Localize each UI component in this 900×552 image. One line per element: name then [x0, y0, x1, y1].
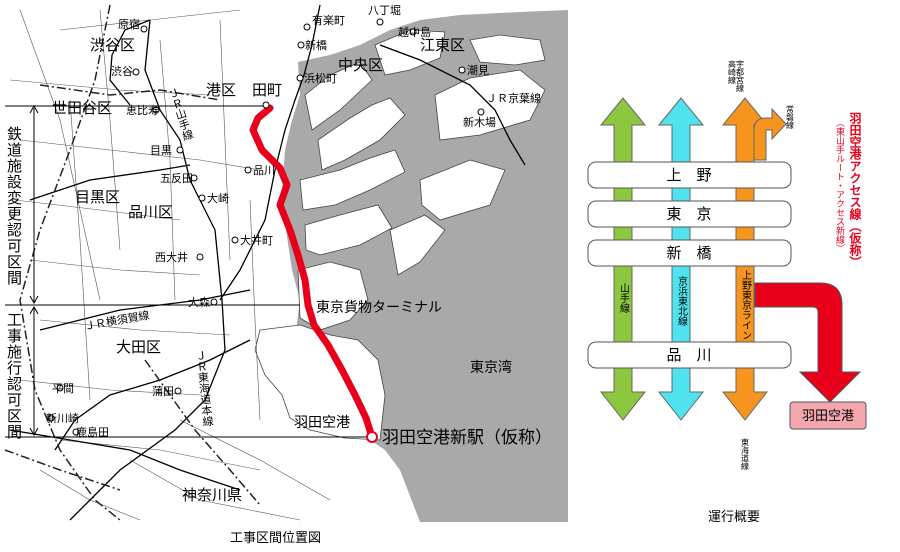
access-line-arrow [754, 282, 862, 403]
station-bar-tokyo [587, 200, 792, 228]
station-name: 東 京 [666, 205, 711, 223]
section-lines [5, 104, 372, 438]
station-label: 鹿島田 [76, 425, 109, 439]
ward-label: 中央区 [338, 56, 383, 74]
rail-lines [9, 4, 526, 521]
access-line-route [249, 104, 376, 441]
station-label: 目黒 [150, 144, 172, 157]
destination-label: 羽田空港 [802, 409, 854, 424]
station-name: 上 野 [666, 166, 711, 184]
station-label: 原宿 [118, 17, 140, 31]
ward-label: 江東区 [420, 36, 465, 54]
map-caption: 工事区間位置図 [230, 531, 322, 546]
station-bars [587, 161, 792, 369]
station-label: 蒲田 [152, 384, 174, 398]
station-name: 新 橋 [666, 244, 711, 262]
station-label: 大崎 [207, 191, 229, 205]
diagram-subtitle: （東山手ルート・アクセス新線） [834, 118, 845, 253]
new-station-marker [366, 431, 378, 443]
diagram-title: 羽田空港アクセス線（仮称） [848, 112, 862, 268]
station-label: 新木場 [463, 115, 496, 129]
ward-label: 大田区 [116, 338, 161, 356]
station-label: 新川崎 [46, 411, 79, 425]
ward-label: 渋谷区 [90, 36, 135, 54]
joban-branch-arrow [753, 107, 787, 161]
diagram-caption: 運行概要 [708, 510, 761, 525]
line-label: ＪＲ東海道本線 [194, 349, 215, 427]
line-name: 上野東京ライン [740, 270, 752, 340]
station-bar-shinagawa [587, 341, 792, 369]
line-label: ＪＲ山手線 [166, 86, 195, 142]
station-label: 新橋 [305, 38, 327, 52]
tokyo-bay-label: 東京湾 [470, 359, 512, 376]
station-label: 越中島 [398, 25, 431, 39]
place-labels: 東京貨物ターミナル 東京湾 羽田空港 羽田空港新駅（仮称） [294, 299, 552, 448]
street-lines [9, 9, 331, 521]
station-label: 渋谷 [111, 65, 133, 78]
station-label: 八丁堀 [368, 4, 401, 17]
station-label: 有楽町 [312, 13, 345, 27]
line-label: ＪＲ京葉線 [486, 91, 541, 105]
station-label: 西大井 [155, 250, 188, 264]
bracket-label-construction: 工事施行認可区間 [5, 312, 23, 440]
top-line-label: 常磐線 [786, 105, 795, 129]
freight-terminal-label: 東京貨物ターミナル [316, 299, 442, 316]
new-station-label: 羽田空港新駅（仮称） [382, 428, 552, 448]
reclaimed-land [254, 29, 546, 441]
station-label: 平間 [52, 382, 74, 395]
station-label: 恵比寿 [126, 103, 159, 117]
station-name: 品 川 [666, 346, 711, 364]
station-label: 浜松町 [304, 71, 337, 85]
ward-label: 神奈川県 [182, 486, 242, 504]
station-dots [47, 18, 485, 436]
bottom-line-label: 東海道線 [741, 437, 750, 470]
station-labels: 原宿 有楽町 八丁堀 越中島 新橋 渋谷 浜松町 潮見 恵比寿 新木場 田町 目… [46, 4, 496, 439]
top-line-label: 高崎線 [728, 59, 737, 84]
service-diagram: 上 野 東 京 新 橋 品 川 山手線 京浜東北線 上野東京ライン 宇都宮線 高… [587, 59, 867, 470]
destination-box [789, 401, 867, 430]
dashdot-boundaries [4, 4, 261, 521]
ward-label: 目黒区 [75, 188, 120, 206]
station-label: 五反田 [160, 172, 193, 185]
ward-label: 品川区 [128, 203, 173, 221]
line-name: 京浜東北線 [676, 275, 688, 326]
ward-label: 港区 [206, 81, 236, 99]
ward-label: 田町 [252, 81, 282, 99]
route-map: 渋谷区 港区 中央区 江東区 世田谷区 目黒区 品川区 大田区 神奈川県 原宿 … [4, 4, 568, 522]
line-label: ＪＲ横須賀線 [83, 308, 150, 333]
station-label: 潮見 [467, 63, 489, 77]
station-bar-ueno [587, 161, 792, 189]
haneda-airport-label: 羽田空港 [294, 415, 350, 431]
bracket-label-facility: 鉄道施設変更認可区間 [5, 126, 23, 286]
top-line-label: 宇都宮線 [736, 59, 745, 92]
station-label: 大井町 [240, 233, 273, 247]
station-label: 大森 [188, 295, 210, 309]
line-name: 山手線 [618, 283, 630, 313]
station-label: 品川 [253, 164, 275, 177]
ward-labels: 渋谷区 港区 中央区 江東区 世田谷区 目黒区 品川区 大田区 神奈川県 [52, 36, 465, 504]
ward-label: 世田谷区 [52, 99, 112, 117]
station-bar-shimbashi [587, 239, 792, 267]
